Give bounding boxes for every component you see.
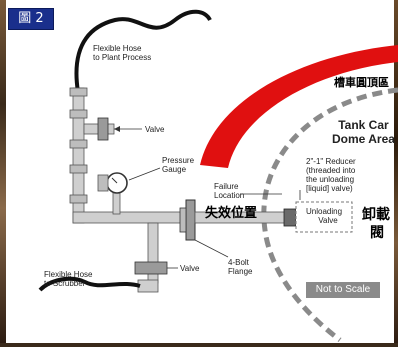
valve-bottom-label: Valve — [180, 264, 200, 273]
decorative-border-right — [394, 0, 398, 347]
flexible-hose-plant — [74, 9, 212, 93]
dome-area-cjk: 槽車圓頂區 — [334, 76, 389, 89]
reducer-line-1: 2"-1" Reducer — [306, 157, 356, 166]
valve-body — [97, 117, 109, 141]
failure-line-2: Location — [214, 191, 245, 200]
unloading-line-2: Valve — [318, 216, 338, 225]
gauge-needle — [111, 177, 118, 184]
hose-plant-label: Flexible Hose to Plant Process — [93, 44, 151, 62]
four-bolt-flange — [185, 199, 196, 241]
failure-line-1: Failure — [214, 182, 239, 191]
flange-line-1: 4-Bolt — [228, 258, 249, 267]
valve-pointer-arrow — [114, 126, 120, 132]
reducer-line-4: [liquid] valve) — [306, 184, 353, 193]
hose-scrubber-label: Flexible Hose to Scrubber — [44, 270, 92, 288]
reducer-fitting — [283, 208, 297, 227]
scrubber-elbow — [137, 279, 159, 293]
failure-location-label: Failure Location — [214, 182, 244, 200]
hose-scrubber-line-2: to Scrubber — [44, 279, 86, 288]
gauge-label: Pressure Gauge — [162, 156, 194, 174]
pipe-fitting — [69, 164, 88, 174]
unloading-cjk-line-1: 卸載 — [362, 207, 390, 223]
horizontal-pipe — [72, 211, 189, 224]
gauge-line-1: Pressure — [162, 156, 195, 165]
valve-top-label: Valve — [145, 125, 165, 134]
hose-plant-line-2: to Plant Process — [93, 53, 152, 62]
dome-area-line-2: Dome Area — [332, 132, 395, 146]
gauge-pointer-line — [128, 167, 161, 181]
pipe-fitting — [69, 87, 88, 97]
pipe-fitting — [69, 139, 88, 149]
flange-pointer-line — [194, 239, 229, 258]
dome-boundary-dashed — [261, 87, 398, 342]
flexible-hose-scrubber — [38, 276, 141, 292]
pipe-fitting — [69, 109, 88, 119]
reducer-label: 2"-1" Reducer (threaded into the unloadi… — [306, 157, 356, 193]
gauge-line-2: Gauge — [162, 165, 187, 174]
not-to-scale-box: Not to Scale — [306, 282, 380, 298]
flange-line-2: Flange — [228, 267, 253, 276]
decorative-border-bottom — [0, 343, 398, 347]
flange-label: 4-Bolt Flange — [228, 258, 252, 276]
dome-outline-arc — [200, 45, 398, 168]
dome-area-line-1: Tank Car — [338, 118, 389, 132]
unloading-valve-label: Unloading Valve — [306, 207, 342, 225]
unloading-valve-box — [295, 201, 353, 233]
reducer-line-3: the unloading — [306, 175, 355, 184]
unloading-cjk-line-2: 閥 — [370, 225, 384, 241]
gauge-fitting — [97, 174, 109, 192]
dome-area-label: Tank Car Dome Area — [332, 118, 395, 146]
unloading-valve-cjk: 卸載 閥 — [362, 206, 390, 242]
pipe-fitting — [69, 194, 88, 204]
hose-scrubber-line-1: Flexible Hose — [44, 270, 93, 279]
unloading-line-1: Unloading — [306, 207, 343, 216]
flange-face — [179, 207, 187, 233]
decorative-border-left — [0, 0, 6, 347]
hose-plant-line-1: Flexible Hose — [93, 44, 142, 53]
lower-valve-body — [134, 261, 168, 275]
reducer-line-2: (threaded into — [306, 166, 356, 175]
figure-badge: 圖 2 — [8, 8, 54, 30]
failure-location-cjk: 失效位置 — [205, 206, 258, 221]
